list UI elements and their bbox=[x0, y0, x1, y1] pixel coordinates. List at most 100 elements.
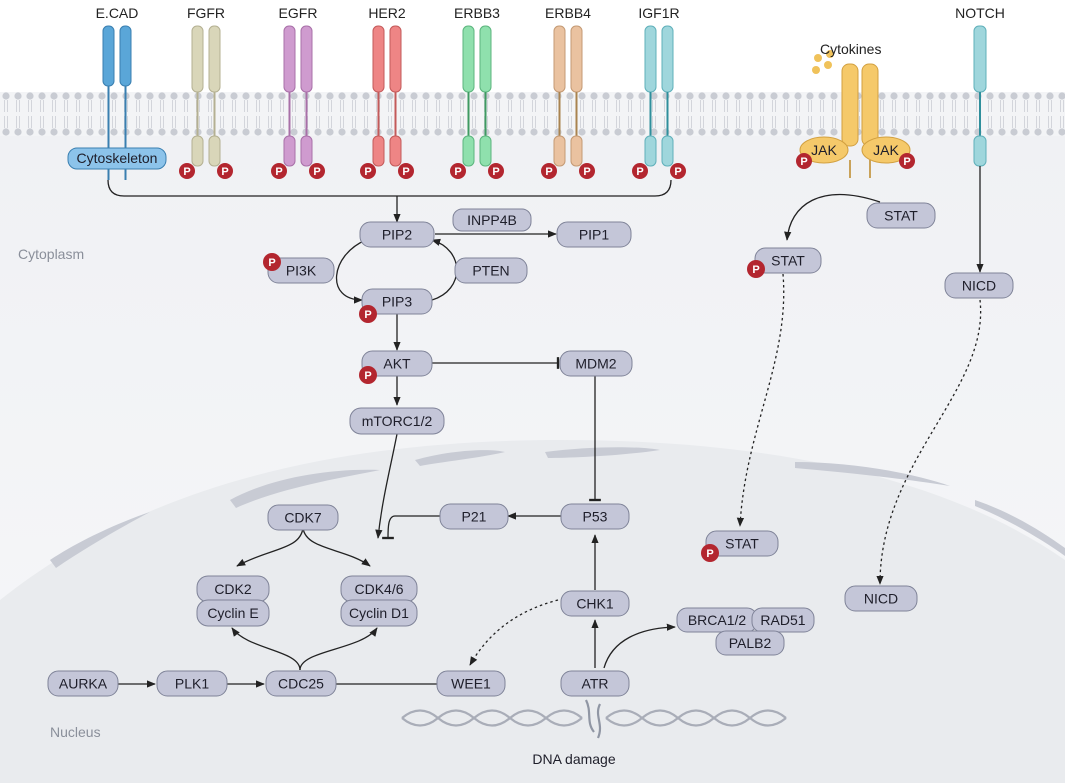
node-cdk7: CDK7 bbox=[267, 504, 339, 531]
erbb3-label: ERBB3 bbox=[454, 5, 500, 21]
svg-text:P: P bbox=[183, 166, 190, 178]
receptor-bracket bbox=[107, 179, 672, 197]
node-cyclin-e: Cyclin E bbox=[196, 599, 270, 627]
node-wee1-label: WEE1 bbox=[451, 676, 491, 692]
node-nicd-cyto: NICD bbox=[944, 272, 1014, 299]
node-nicd-nuc: NICD bbox=[844, 585, 918, 612]
nuclear-envelope bbox=[50, 447, 1065, 568]
node-stat-p-label: STAT bbox=[771, 253, 805, 269]
svg-text:P: P bbox=[903, 156, 910, 168]
node-stat-in: STAT bbox=[866, 202, 936, 229]
svg-text:P: P bbox=[706, 548, 713, 560]
node-p21: P21 bbox=[439, 503, 509, 530]
cytokines-label: Cytokines bbox=[820, 41, 881, 57]
node-cdk2: CDK2 bbox=[196, 575, 270, 603]
node-cdk7-label: CDK7 bbox=[284, 510, 322, 526]
svg-text:P: P bbox=[800, 156, 807, 168]
svg-text:P: P bbox=[636, 166, 643, 178]
node-cdk46-label: CDK4/6 bbox=[354, 581, 403, 597]
node-pip1: PIP1 bbox=[556, 221, 632, 248]
node-palb2-label: PALB2 bbox=[729, 635, 772, 651]
erbb4-receptor: ERBB4 bbox=[545, 5, 591, 167]
node-cyclin-d1: Cyclin D1 bbox=[340, 599, 418, 627]
node-stat-nuc-label: STAT bbox=[725, 536, 759, 552]
node-plk1-label: PLK1 bbox=[175, 676, 209, 692]
node-chk1: CHK1 bbox=[560, 590, 630, 617]
dna-damage-label: DNA damage bbox=[532, 751, 615, 767]
svg-text:P: P bbox=[364, 370, 371, 382]
svg-text:P: P bbox=[313, 166, 320, 178]
node-aurka: AURKA bbox=[47, 670, 119, 697]
node-mtorc-label: mTORC1/2 bbox=[362, 413, 433, 429]
cytoskeleton-label: Cytoskeleton bbox=[77, 150, 158, 166]
node-p21-label: P21 bbox=[462, 509, 487, 525]
erbb4-label: ERBB4 bbox=[545, 5, 591, 21]
nucleus-region bbox=[0, 440, 1065, 783]
node-pip3-label: PIP3 bbox=[382, 294, 413, 310]
node-pi3k: PI3K bbox=[267, 257, 335, 284]
egfr-receptor: EGFR bbox=[279, 5, 318, 167]
node-cdk2-label: CDK2 bbox=[214, 581, 252, 597]
node-chk1-label: CHK1 bbox=[576, 596, 614, 612]
node-pip2-label: PIP2 bbox=[382, 227, 413, 243]
node-inpp4b: INPP4B bbox=[452, 208, 532, 232]
node-pip3: PIP3 bbox=[361, 288, 433, 315]
node-stat-p: STAT bbox=[754, 247, 822, 274]
node-pi3k-label: PI3K bbox=[286, 263, 317, 279]
nucleus-label: Nucleus bbox=[50, 724, 101, 740]
node-akt-label: AKT bbox=[383, 356, 411, 372]
node-stat-in-label: STAT bbox=[884, 208, 918, 224]
node-atr-label: ATR bbox=[582, 676, 609, 692]
node-brca: BRCA1/2 bbox=[676, 607, 758, 633]
node-rad51: RAD51 bbox=[751, 607, 815, 633]
svg-text:P: P bbox=[364, 309, 371, 321]
node-pten: PTEN bbox=[454, 257, 528, 284]
igf1r-receptor: IGF1R bbox=[638, 5, 680, 167]
node-cyclin-e-label: Cyclin E bbox=[207, 605, 258, 621]
svg-text:P: P bbox=[402, 166, 409, 178]
erbb3-receptor: ERBB3 bbox=[454, 5, 500, 167]
node-cdk46: CDK4/6 bbox=[340, 575, 418, 603]
her2-label: HER2 bbox=[368, 5, 406, 21]
svg-text:P: P bbox=[454, 166, 461, 178]
svg-text:P: P bbox=[752, 264, 759, 276]
node-wee1: WEE1 bbox=[436, 670, 506, 697]
svg-text:P: P bbox=[221, 166, 228, 178]
node-cdc25-label: CDC25 bbox=[278, 676, 324, 692]
cytoplasm-label: Cytoplasm bbox=[18, 246, 84, 262]
node-cdc25: CDC25 bbox=[265, 670, 337, 697]
receptor-phospho-sites: P P P P P P P P P P P P bbox=[179, 163, 686, 179]
node-phospho-sites: P P P P P bbox=[263, 253, 765, 562]
node-brca-label: BRCA1/2 bbox=[688, 612, 747, 628]
connectors bbox=[118, 166, 984, 690]
cytoskeleton-box: Cytoskeleton bbox=[67, 147, 167, 170]
svg-text:P: P bbox=[545, 166, 552, 178]
node-p53: P53 bbox=[560, 503, 630, 530]
svg-text:P: P bbox=[275, 166, 282, 178]
node-mdm2: MDM2 bbox=[559, 350, 633, 377]
svg-text:P: P bbox=[364, 166, 371, 178]
jak-left-label: JAK bbox=[811, 142, 837, 158]
node-pip1-label: PIP1 bbox=[579, 227, 610, 243]
node-mdm2-label: MDM2 bbox=[575, 356, 616, 372]
egfr-label: EGFR bbox=[279, 5, 318, 21]
dna-helix bbox=[401, 699, 787, 739]
notch-label: NOTCH bbox=[955, 5, 1005, 21]
node-atr: ATR bbox=[560, 670, 630, 697]
jak-right-label: JAK bbox=[873, 142, 899, 158]
fgfr-label: FGFR bbox=[187, 5, 225, 21]
node-mtorc: mTORC1/2 bbox=[349, 407, 445, 435]
node-inpp4b-label: INPP4B bbox=[467, 212, 517, 228]
her2-receptor: HER2 bbox=[368, 5, 406, 167]
node-stat-nuc: STAT bbox=[705, 530, 779, 557]
fgfr-receptor: FGFR bbox=[187, 5, 225, 167]
node-plk1: PLK1 bbox=[156, 670, 228, 697]
svg-text:P: P bbox=[268, 257, 275, 269]
cytokine-receptor: Cytokines JAK JAK P P bbox=[796, 41, 915, 178]
svg-text:P: P bbox=[492, 166, 499, 178]
node-pip2: PIP2 bbox=[359, 221, 435, 248]
svg-text:P: P bbox=[583, 166, 590, 178]
